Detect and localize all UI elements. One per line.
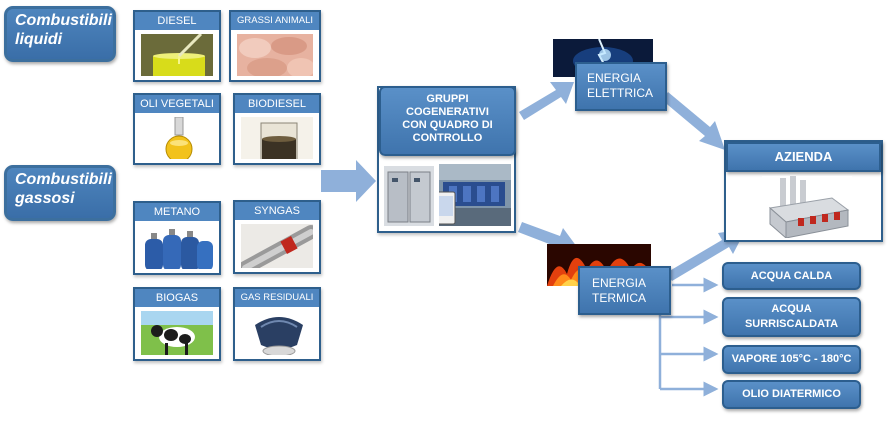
card-diesel-label: DIESEL [135, 12, 219, 30]
cogen-panel: GRUPPI COGENERATIVI CON QUADRO DI CONTRO… [377, 86, 516, 233]
card-biogas: BIOGAS [133, 287, 221, 361]
group-label-gassosi: Combustibili gassosi [4, 165, 116, 221]
group-label-liquidi-line2: liquidi [15, 31, 63, 48]
card-biodiesel: BIODIESEL [233, 93, 321, 165]
card-grassi-animali: GRASSI ANIMALI [229, 10, 321, 82]
group-label-gassosi-line1: Combustibili [15, 171, 112, 188]
energia-termica-line2: TERMICA [592, 291, 646, 305]
output-olio-diatermico: OLIO DIATERMICO [722, 380, 861, 409]
card-grassi-animali-label: GRASSI ANIMALI [231, 12, 319, 30]
diesel-pour-icon [141, 34, 213, 76]
output-acqua-surriscaldata-line2: SURRISCALDATA [744, 318, 839, 330]
group-label-liquidi: Combustibili liquidi [4, 6, 116, 62]
card-diesel: DIESEL [133, 10, 221, 82]
control-panel-icon [384, 166, 434, 226]
arrow-elettrica-to-azienda [662, 92, 725, 150]
energia-elettrica-line2: ELETTRICA [587, 86, 654, 100]
engine-room-icon [439, 164, 511, 226]
card-biogas-label: BIOGAS [135, 289, 219, 307]
cogen-title-line1: GRUPPI [426, 93, 469, 105]
cow-icon [141, 311, 213, 355]
cogen-title-line3: CON QUADRO DI [402, 119, 493, 131]
arrow-cogen-to-elettrica [519, 82, 574, 120]
termica-branches [658, 277, 719, 397]
output-vapore: VAPORE 105°C - 180°C [722, 345, 861, 374]
cogen-title-line4: CONTROLLO [412, 132, 483, 144]
card-gas-residuali: GAS RESIDUALI [233, 287, 321, 361]
output-acqua-surriscaldata: ACQUA SURRISCALDATA [722, 297, 861, 337]
energia-termica-box: ENERGIA TERMICA [578, 266, 671, 315]
animal-fat-icon [237, 34, 313, 76]
output-acqua-surriscaldata-line1: ACQUA [771, 303, 812, 315]
group-label-liquidi-line1: Combustibili [15, 12, 112, 29]
factory-icon [762, 176, 852, 238]
card-metano-label: METANO [135, 203, 219, 221]
card-gas-residuali-label: GAS RESIDUALI [235, 289, 319, 307]
arrow-sources-to-cogen [321, 160, 376, 202]
azienda-panel: AZIENDA [724, 140, 883, 242]
card-syngas-label: SYNGAS [235, 202, 319, 220]
syngas-pipe-icon [241, 224, 313, 268]
gas-burner-icon [241, 311, 313, 355]
gas-cylinders-icon [141, 225, 213, 269]
card-syngas: SYNGAS [233, 200, 321, 274]
card-metano: METANO [133, 201, 221, 275]
card-biodiesel-label: BIODIESEL [235, 95, 319, 113]
card-oli-vegetali: OLI VEGETALI [133, 93, 221, 165]
card-oli-vegetali-label: OLI VEGETALI [135, 95, 219, 113]
flask-oil-icon [141, 117, 213, 159]
energia-termica-line1: ENERGIA [592, 276, 647, 290]
cogen-title-line2: COGENERATIVI [406, 106, 489, 118]
biodiesel-beaker-icon [241, 117, 313, 159]
azienda-title: AZIENDA [726, 142, 881, 172]
energia-elettrica-line1: ENERGIA [587, 71, 642, 85]
energia-elettrica-box: ENERGIA ELETTRICA [575, 62, 667, 111]
arrow-termica-to-azienda [666, 229, 746, 281]
output-acqua-calda: ACQUA CALDA [722, 262, 861, 290]
cogen-title: GRUPPI COGENERATIVI CON QUADRO DI CONTRO… [379, 86, 516, 156]
group-label-gassosi-line2: gassosi [15, 190, 75, 207]
